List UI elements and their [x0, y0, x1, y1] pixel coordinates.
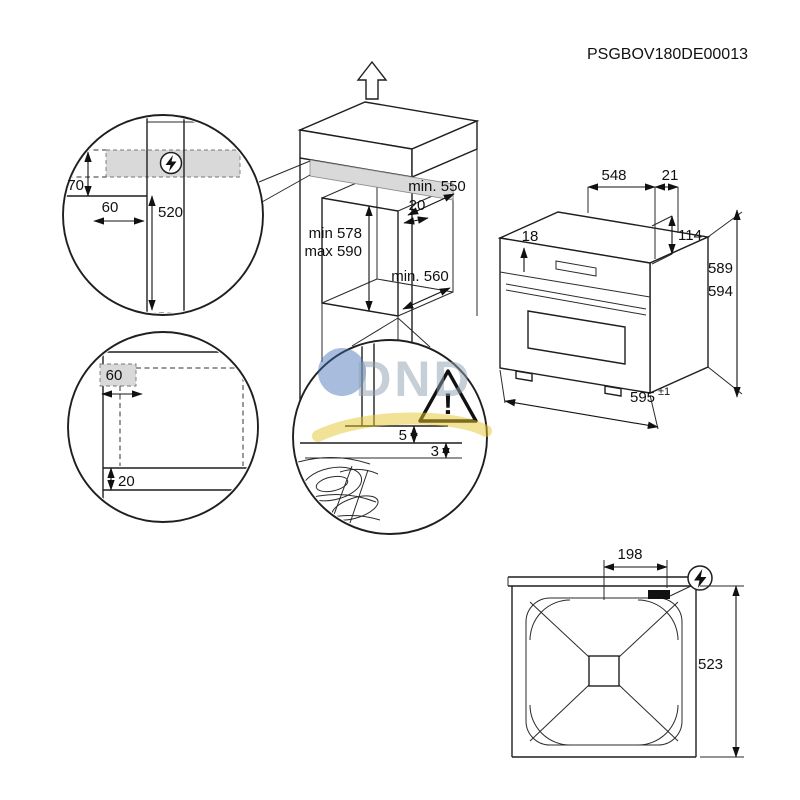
dim-70-label: 70	[67, 177, 84, 194]
side-panel-section	[361, 342, 375, 426]
dim-595-label: 595	[630, 389, 655, 406]
control-panel-line	[499, 271, 651, 298]
document-code: PSGBOV180DE00013	[587, 46, 748, 63]
warning-exclamation: !	[443, 388, 453, 421]
dim-niche-depth-bottom-label: min. 560	[391, 268, 449, 285]
dim-589-label: 589	[708, 260, 733, 277]
dim-595-line	[504, 399, 659, 429]
plinth-detail: 60 20	[67, 331, 259, 523]
detail-circle	[67, 331, 259, 523]
power-zone-detail-content	[66, 117, 261, 313]
connection-zone-rect	[99, 363, 137, 387]
center-plate	[588, 655, 620, 687]
dim-niche-height-max-label: max 590	[304, 243, 362, 260]
dim-595-tolerance: ±1	[658, 386, 670, 398]
oven-plan-view: 198 523	[507, 546, 744, 758]
diagonal-braces	[529, 601, 679, 742]
dim-21-label: 21	[662, 167, 679, 184]
power-zone-detail: 70 60 520	[62, 114, 264, 316]
connection-leader	[669, 585, 692, 597]
panel-edges	[146, 117, 185, 313]
oven-isometric-view: 548 21 18 114 589 594 595 ±1	[497, 167, 743, 430]
dim-5-label: 5	[399, 427, 407, 444]
up-arrow-icon	[356, 60, 388, 100]
leader-to-gap-detail	[351, 317, 431, 348]
dim-niche-height-min-label: min 578	[309, 225, 362, 242]
lightning-bolt	[694, 569, 707, 588]
leader-to-power-detail	[258, 160, 311, 203]
dim-18-label: 18	[522, 228, 539, 245]
oven-front-face	[499, 237, 651, 394]
oven-plan-outline	[511, 586, 697, 758]
oven-foot	[604, 385, 622, 397]
plinth-lines	[103, 467, 250, 491]
ext-lines-top	[587, 187, 679, 259]
dim-523-label: 523	[698, 656, 723, 673]
dim-198-label: 198	[617, 546, 642, 563]
oven-foot	[515, 370, 533, 382]
lightning-icon	[159, 151, 183, 175]
lightning-icon	[687, 565, 713, 591]
dim-520-label: 520	[158, 204, 183, 221]
dim-60-label: 60	[106, 367, 123, 384]
dim-60-label: 60	[102, 199, 119, 216]
dim-rear-clearance-line	[403, 216, 429, 225]
plinth-detail-content	[96, 346, 252, 507]
hidden-niche-lines	[119, 367, 246, 466]
oven-display	[555, 260, 597, 277]
dim-20-label: 20	[118, 473, 135, 490]
dim-niche-depth-bottom-line	[402, 287, 451, 310]
gap-detail: ! 5 3	[292, 339, 488, 535]
lightning-bolt	[165, 155, 177, 172]
dim-3-label: 3	[431, 443, 439, 460]
dim-niche-depth-top-line	[407, 193, 455, 216]
detail-circle	[292, 339, 488, 535]
corner-arcs	[529, 599, 679, 746]
dim-594-label: 594	[708, 283, 733, 300]
dim-rear-clearance-label: 20	[409, 197, 426, 214]
door-handle	[505, 283, 647, 316]
dim-114-label: 114	[678, 227, 702, 244]
mains-connection-point	[648, 590, 670, 599]
door-window	[527, 310, 626, 365]
dim-548-label: 548	[601, 167, 626, 184]
dim-niche-depth-top-label: min. 550	[408, 178, 466, 195]
